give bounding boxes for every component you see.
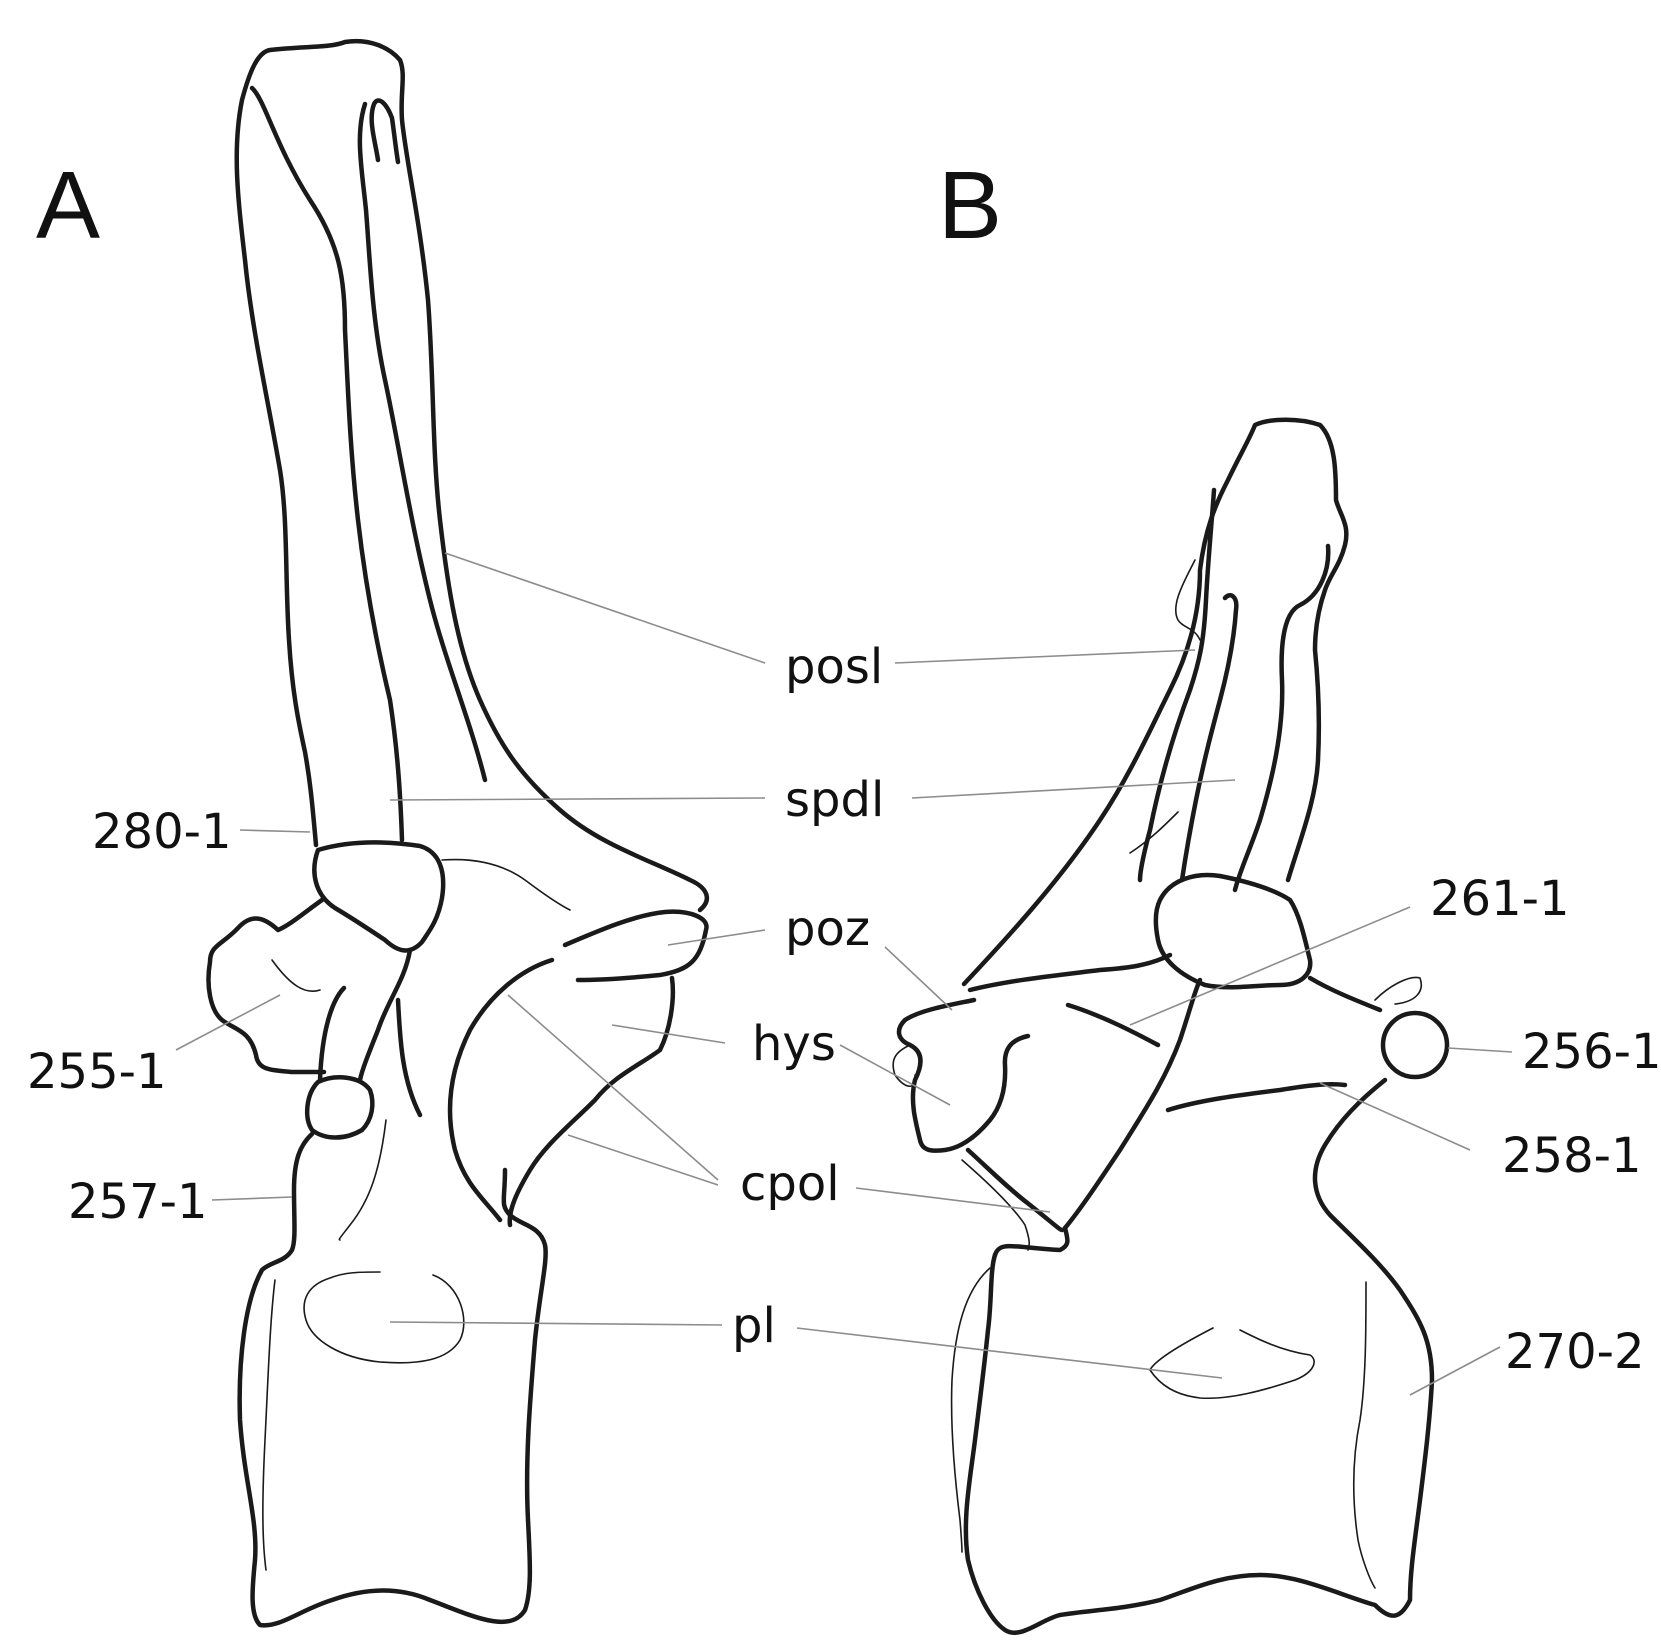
leader-poz-b bbox=[884, 946, 953, 1011]
parapophysis-a bbox=[304, 1075, 375, 1140]
centrum-thin-a bbox=[262, 1279, 276, 1571]
spine-groove-a3 bbox=[357, 101, 488, 783]
postzyg-lobe-a bbox=[562, 909, 709, 983]
leader-cpol-b bbox=[855, 1187, 1051, 1213]
pleurocoel-a bbox=[303, 1271, 465, 1364]
spine-outline-b bbox=[961, 417, 1349, 987]
hyposphene-edge-a bbox=[507, 975, 676, 1228]
leader-pl-b bbox=[796, 1327, 1223, 1379]
center-labels: posl spdl poz hys cpol pl bbox=[732, 639, 884, 1354]
spine-groove-a2 bbox=[369, 98, 401, 165]
centrum-front-b bbox=[992, 1225, 1070, 1258]
neural-arch-curve-a bbox=[447, 957, 555, 1223]
panel-letter-b: B bbox=[938, 152, 1002, 259]
leader-pl-a bbox=[389, 1321, 723, 1326]
label-256-1: 256-1 bbox=[1522, 1024, 1661, 1080]
spine-groove-b3 bbox=[1232, 543, 1331, 893]
label-261-1: 261-1 bbox=[1430, 871, 1569, 927]
leader-posl-a bbox=[444, 552, 766, 664]
transverse-process-a bbox=[206, 897, 327, 1075]
leader-270-2 bbox=[1409, 1346, 1501, 1396]
canal-line-b bbox=[1065, 1002, 1161, 1048]
centrum-thin-b2 bbox=[1352, 1281, 1376, 1589]
diapophysis-node-b bbox=[1380, 1010, 1450, 1080]
leader-lines bbox=[175, 552, 1513, 1396]
leader-cpol-a1 bbox=[507, 994, 719, 1181]
leader-257-1 bbox=[211, 1196, 293, 1201]
anterior-arch-b bbox=[1062, 977, 1203, 1231]
vertebra-b-drawing bbox=[892, 417, 1450, 1635]
vertebra-a-drawing bbox=[206, 38, 710, 1628]
spine-groove-b2 bbox=[1179, 593, 1239, 883]
hyposphene-b bbox=[896, 997, 1031, 1153]
leader-cpol-a2 bbox=[567, 1134, 719, 1186]
label-270-2: 270-2 bbox=[1505, 1324, 1644, 1380]
arch-thin-a2 bbox=[271, 959, 321, 992]
specimen-labels: 280-1 255-1 257-1 261-1 256-1 258-1 270-… bbox=[27, 804, 1661, 1380]
label-pl: pl bbox=[732, 1298, 776, 1354]
leader-hys-b bbox=[839, 1044, 951, 1106]
transverse-neck-a bbox=[317, 985, 347, 1083]
leader-261-1 bbox=[1129, 906, 1411, 1026]
leader-280-1 bbox=[239, 829, 311, 833]
leader-posl-b bbox=[894, 649, 1196, 664]
label-280-1: 280-1 bbox=[92, 804, 231, 860]
arch-lower-b bbox=[1165, 1081, 1348, 1113]
centrum-a bbox=[237, 1131, 548, 1628]
label-posl: posl bbox=[785, 639, 883, 695]
leader-hys-a bbox=[611, 1024, 726, 1044]
label-spdl: spdl bbox=[785, 772, 884, 828]
arch-thin-a3 bbox=[338, 1119, 387, 1241]
label-257-1: 257-1 bbox=[68, 1174, 207, 1230]
spine-groove-b1 bbox=[1137, 487, 1217, 883]
label-258-1: 258-1 bbox=[1502, 1128, 1641, 1184]
label-cpol: cpol bbox=[740, 1156, 840, 1212]
leader-spdl-b bbox=[911, 779, 1236, 799]
cpol-thin-b bbox=[961, 1159, 1031, 1251]
cpol-edge-b bbox=[965, 1147, 1065, 1233]
centrum-thin-b1 bbox=[950, 1267, 991, 1553]
spine-thin-b1 bbox=[1174, 559, 1201, 641]
leader-spdl-a bbox=[389, 797, 766, 801]
articular-block-a bbox=[312, 840, 446, 953]
spine-groove-a1 bbox=[249, 85, 405, 843]
panel-letter-a: A bbox=[36, 152, 100, 259]
leader-256-1 bbox=[1447, 1047, 1513, 1053]
spine-outline-a bbox=[234, 38, 710, 913]
leader-258-1 bbox=[1319, 1082, 1471, 1151]
leader-255-1 bbox=[175, 994, 281, 1051]
articular-block-b bbox=[1153, 872, 1313, 990]
label-poz: poz bbox=[785, 901, 870, 957]
node-thin-b bbox=[1374, 976, 1422, 1005]
label-255-1: 255-1 bbox=[27, 1044, 166, 1100]
neural-canal-line-a bbox=[395, 997, 423, 1118]
label-hys: hys bbox=[752, 1016, 836, 1072]
pleurocoel-b bbox=[1149, 1327, 1315, 1400]
postzyg-lobe-b bbox=[967, 952, 1173, 993]
transverse-neck-a2 bbox=[357, 947, 413, 1083]
arch-thin-a1 bbox=[441, 858, 571, 911]
leader-poz-a bbox=[667, 929, 766, 946]
arch-curve-b bbox=[963, 1077, 1435, 1635]
spine-thin-b2 bbox=[1129, 811, 1179, 854]
transverse-process-b bbox=[1307, 975, 1383, 1013]
